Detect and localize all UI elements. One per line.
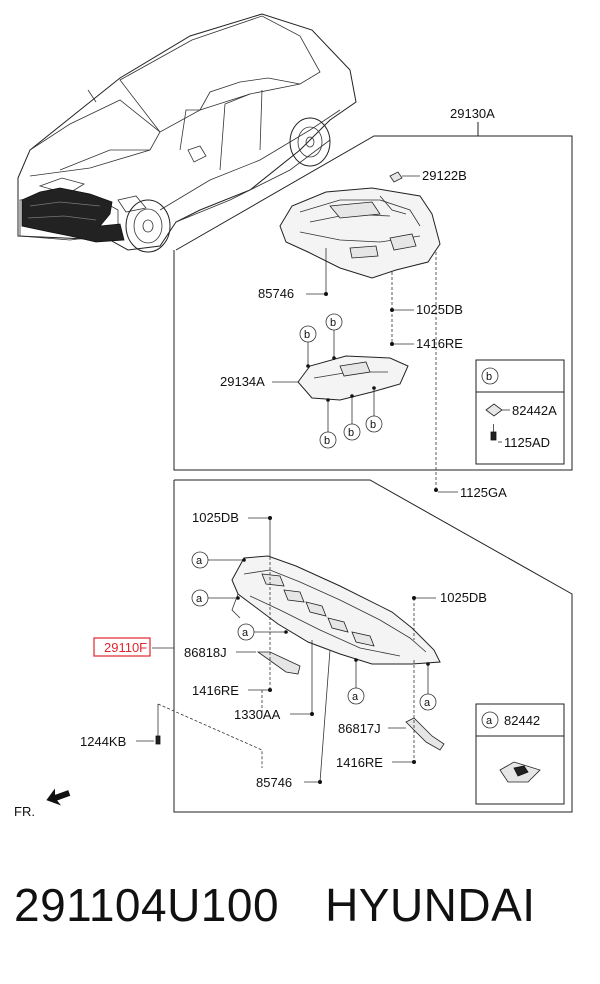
callout-b-5: b [370, 419, 376, 431]
label-29122B: 29122B [422, 168, 467, 183]
legend-b: b 82442A 1125AD [475, 359, 565, 465]
label-82442: 82442 [504, 713, 540, 728]
footer-caption: 291104U100 HYUNDAI [14, 878, 536, 932]
label-1025DB-right: 1025DB [440, 590, 487, 605]
label-1244KB: 1244KB [80, 734, 126, 749]
legend-a: a 82442 [475, 703, 565, 805]
upper-assembly-box: 29130A 29122B 85746 1025DB 1416RE [173, 106, 573, 500]
callout-a-4: a [352, 691, 359, 703]
label-85746-top: 85746 [258, 286, 294, 301]
legend-a-callout: a [486, 715, 493, 727]
label-1416RE-top: 1416RE [416, 336, 463, 351]
lower-assembly-box: 1025DB a a a a a 1025DB 29110F [80, 479, 573, 813]
label-86817J: 86817J [338, 721, 381, 736]
callout-a-3: a [242, 627, 249, 639]
bracket-86818J [256, 651, 301, 675]
engine-undercover [279, 187, 441, 279]
legend-b-callout: b [486, 371, 492, 383]
label-1025DB-left: 1025DB [192, 510, 239, 525]
label-1125GA: 1125GA [460, 485, 507, 500]
callout-a-1: a [196, 555, 203, 567]
label-1416RE-mid: 1416RE [192, 683, 239, 698]
label-fr: FR. [14, 804, 35, 819]
callout-b-3: b [324, 435, 330, 447]
callout-b-4: b [348, 427, 354, 439]
label-1025DB-top: 1025DB [416, 302, 463, 317]
label-29134A: 29134A [220, 374, 265, 389]
car-illustration [17, 13, 357, 253]
label-1330AA: 1330AA [234, 707, 281, 722]
label-1416RE-bottom: 1416RE [336, 755, 383, 770]
cover-29134A [297, 355, 409, 401]
callout-a-2: a [196, 593, 203, 605]
footer-brand: HYUNDAI [325, 879, 536, 931]
callout-a-5: a [424, 697, 431, 709]
bracket-86817J [405, 717, 445, 751]
front-arrow-icon [46, 788, 71, 806]
label-29130A: 29130A [450, 106, 495, 121]
callout-b-1: b [304, 329, 310, 341]
label-29110F: 29110F [104, 640, 147, 655]
front-direction-indicator: FR. [14, 788, 71, 819]
label-85746-bottom: 85746 [256, 775, 292, 790]
callout-b-2: b [330, 317, 336, 329]
label-1125AD: 1125AD [504, 435, 550, 450]
highlight-box-29110F [93, 637, 151, 657]
label-86818J: 86818J [184, 645, 227, 660]
main-undercover-29110F [231, 555, 441, 665]
label-82442A: 82442A [512, 403, 557, 418]
footer-part-number: 291104U100 [14, 879, 280, 931]
